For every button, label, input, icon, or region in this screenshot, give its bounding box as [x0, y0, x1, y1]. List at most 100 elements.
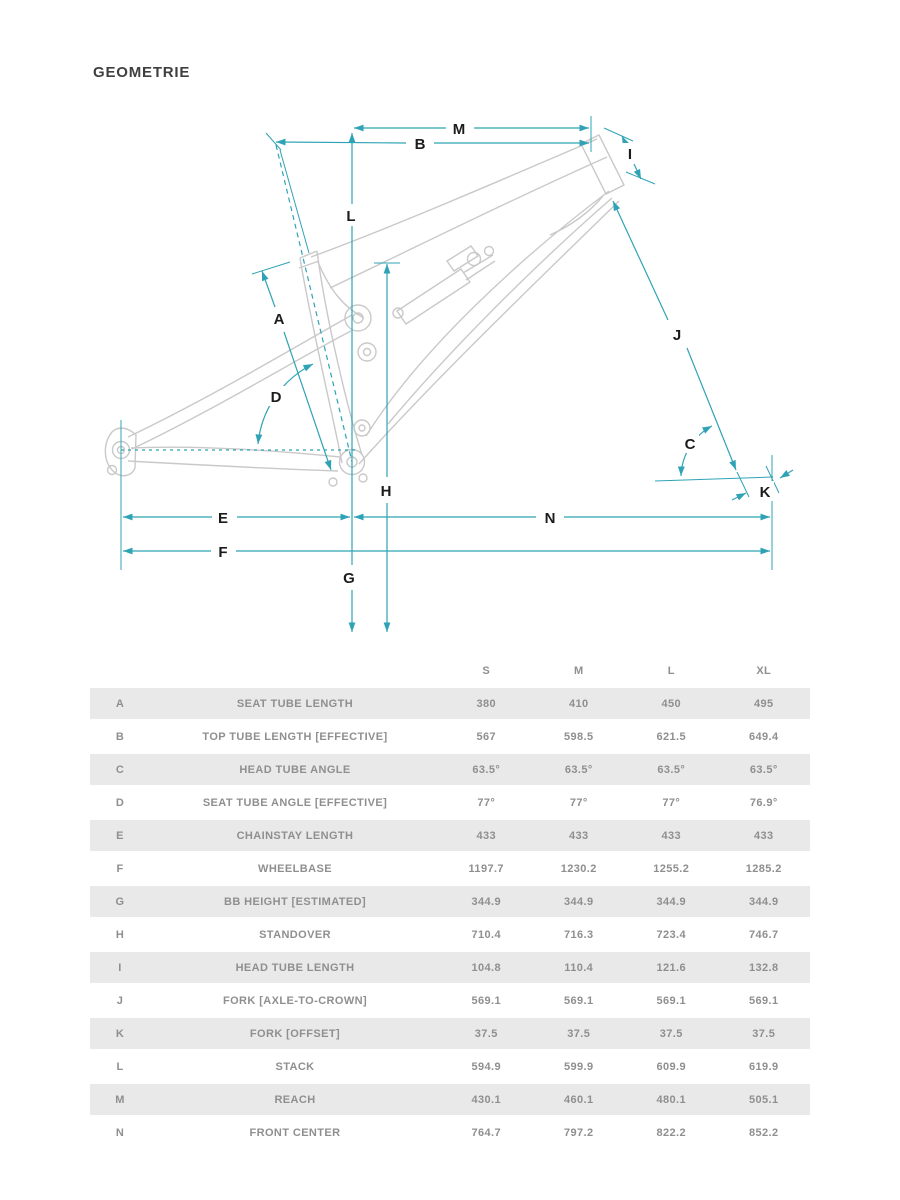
- size-header-m: M: [573, 664, 584, 677]
- row-value: 430.1: [471, 1093, 502, 1106]
- size-header-l: L: [667, 664, 675, 677]
- seat-cluster-gusset: [317, 261, 365, 319]
- link-pivot-center: [362, 347, 372, 357]
- row-letter: H: [115, 928, 125, 941]
- row-value: 609.9: [656, 1060, 687, 1073]
- row-value: 433: [661, 829, 682, 842]
- row-value: 433: [753, 829, 774, 842]
- row-letter: J: [116, 994, 124, 1007]
- row-value: 649.4: [748, 730, 779, 743]
- shock-mount-upper: [466, 251, 482, 267]
- row-letter: G: [115, 895, 125, 908]
- seat-axis-companion: [279, 149, 310, 254]
- row-value: 77°: [477, 796, 496, 809]
- row-label: BB HEIGHT [ESTIMATED]: [223, 895, 367, 908]
- row-value: 63.5°: [472, 763, 501, 776]
- row-label: SEAT TUBE LENGTH: [236, 697, 354, 710]
- dim-label-j: J: [673, 327, 681, 344]
- row-value: 822.2: [656, 1126, 687, 1139]
- row-value: 594.9: [471, 1060, 502, 1073]
- row-letter: D: [115, 796, 125, 809]
- row-value: 723.4: [656, 928, 687, 941]
- row-value: 797.2: [563, 1126, 594, 1139]
- row-value: 567: [476, 730, 497, 743]
- rocker-pivot-center: [352, 312, 364, 324]
- lower-link-center: [358, 424, 366, 432]
- row-letter: E: [116, 829, 124, 842]
- dim-A-up: [261, 270, 276, 308]
- rocker-pivot: [344, 304, 372, 332]
- dimension-lines: [120, 116, 794, 632]
- chain-stay-upper: [130, 446, 341, 458]
- dim-J-up: [612, 200, 669, 321]
- dim-label-c: C: [685, 436, 696, 453]
- axle-parallel-tick: [765, 465, 780, 494]
- row-value: 460.1: [563, 1093, 594, 1106]
- dim-label-f: F: [218, 544, 227, 561]
- row-value: 495: [753, 697, 774, 710]
- row-letter: F: [116, 862, 124, 875]
- row-value: 1197.7: [468, 862, 504, 875]
- row-label: HEAD TUBE ANGLE: [239, 763, 351, 776]
- row-value: 410: [568, 697, 589, 710]
- row-value: 1255.2: [653, 862, 690, 875]
- row-value: 37.5: [567, 1027, 591, 1040]
- row-value: 852.2: [748, 1126, 779, 1139]
- seat-collar: [298, 260, 320, 269]
- row-value: 569.1: [471, 994, 502, 1007]
- shock-reservoir: [446, 245, 479, 272]
- row-value: 76.9°: [749, 796, 778, 809]
- row-letter: N: [115, 1126, 125, 1139]
- row-letter: L: [116, 1060, 124, 1073]
- dim-J-down: [686, 347, 737, 471]
- dim-label-h: H: [381, 483, 392, 500]
- front-horizontal-line: [654, 476, 774, 482]
- page-title: GEOMETRIE: [93, 64, 191, 81]
- row-value: 569.1: [563, 994, 594, 1007]
- dim-label-e: E: [218, 510, 228, 527]
- head-tube-tick-top: [603, 127, 634, 142]
- shock-shaft-2: [465, 260, 496, 281]
- chain-stay-lower: [127, 460, 339, 472]
- row-value: 480.1: [656, 1093, 687, 1106]
- seat-tube-right: [316, 250, 363, 456]
- shock-body: [396, 268, 471, 325]
- rear-dropout: [104, 427, 137, 477]
- dim-label-l: L: [346, 208, 355, 225]
- dim-label-b: B: [415, 136, 426, 153]
- row-value: 598.5: [563, 730, 594, 743]
- row-value: 110.4: [564, 961, 594, 974]
- size-header-xl: XL: [756, 664, 772, 677]
- row-value: 63.5°: [657, 763, 686, 776]
- row-value: 710.4: [471, 928, 502, 941]
- shock-hardware: [483, 245, 495, 257]
- row-value: 63.5°: [564, 763, 593, 776]
- row-label: SEAT TUBE ANGLE [EFFECTIVE]: [202, 796, 388, 809]
- dim-label-n: N: [545, 510, 556, 527]
- dim-label-d: D: [271, 389, 282, 406]
- bb-bolt-left: [328, 477, 338, 487]
- row-label: HEAD TUBE LENGTH: [235, 961, 355, 974]
- steering-axis-overshoot: [736, 471, 750, 498]
- seat-tube-left: [299, 257, 343, 464]
- row-value: 63.5°: [749, 763, 778, 776]
- seat-tube-top: [299, 250, 318, 259]
- row-value: 344.9: [471, 895, 502, 908]
- dim-label-i: I: [628, 146, 632, 163]
- row-label: CHAINSTAY LENGTH: [236, 829, 354, 842]
- dim-K-right-arrow: [779, 469, 794, 479]
- row-value: 619.9: [748, 1060, 779, 1073]
- row-letter: B: [115, 730, 125, 743]
- seat-axis-top-tick: [265, 132, 282, 151]
- dim-A-top-tick: [251, 261, 291, 275]
- row-label: STACK: [275, 1060, 315, 1073]
- dim-label-m: M: [453, 121, 466, 138]
